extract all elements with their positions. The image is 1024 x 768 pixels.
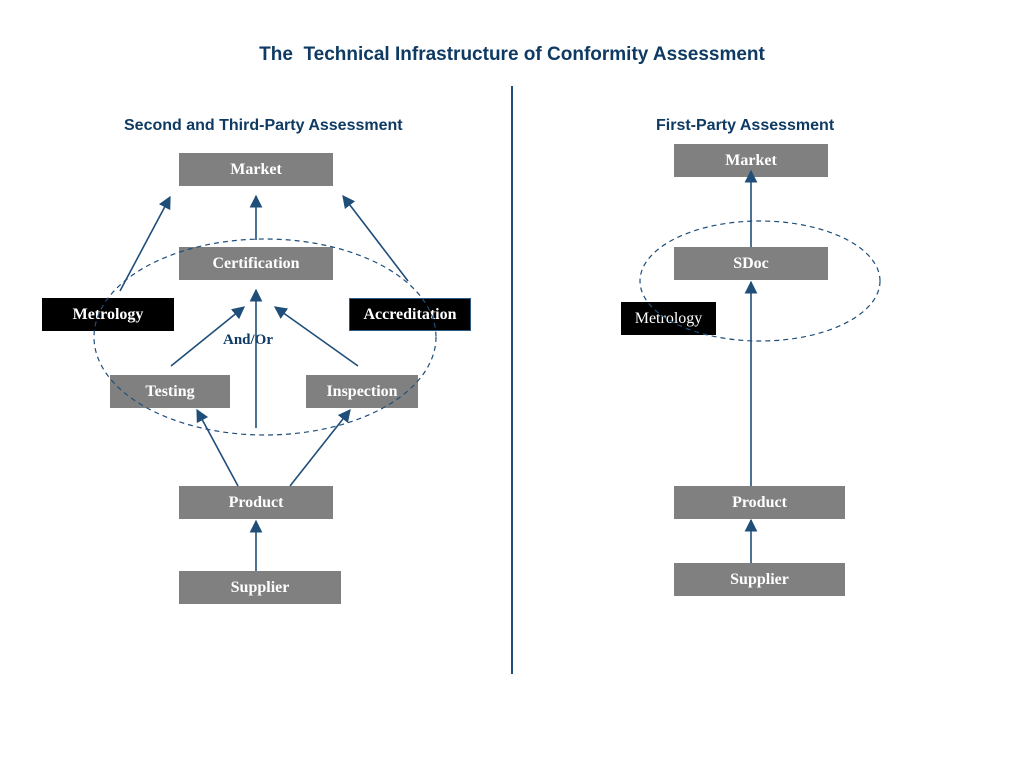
left-accreditation-box: Accreditation bbox=[349, 298, 471, 331]
panel-divider bbox=[511, 86, 513, 674]
arrow-inspection-certification bbox=[273, 306, 359, 367]
arrow-metrology-market bbox=[119, 195, 171, 292]
left-certification-box: Certification bbox=[179, 247, 333, 280]
page-title: The Technical Infrastructure of Conformi… bbox=[259, 44, 765, 65]
left-metrology-box: Metrology bbox=[42, 298, 174, 331]
right-sdoc-box: SDoc bbox=[674, 247, 828, 280]
arrow-accreditation-market bbox=[342, 194, 409, 282]
arrow-product-inspection bbox=[289, 408, 351, 487]
right-metrology-box: Metrology bbox=[621, 302, 716, 335]
right-supplier-box: Supplier bbox=[674, 563, 845, 596]
arrow-product-testing bbox=[196, 408, 239, 487]
left-market-box: Market bbox=[179, 153, 333, 186]
left-product-box: Product bbox=[179, 486, 333, 519]
and-or-label: And/Or bbox=[223, 332, 274, 348]
right-ellipse bbox=[639, 220, 881, 342]
right-panel-heading: First-Party Assessment bbox=[656, 117, 835, 134]
left-ellipse bbox=[93, 238, 437, 436]
right-product-box: Product bbox=[674, 486, 845, 519]
left-panel-heading: Second and Third-Party Assessment bbox=[124, 117, 403, 134]
left-inspection-box: Inspection bbox=[306, 375, 418, 408]
right-market-box: Market bbox=[674, 144, 828, 177]
left-testing-box: Testing bbox=[110, 375, 230, 408]
arrow-testing-certification bbox=[170, 306, 245, 367]
left-supplier-box: Supplier bbox=[179, 571, 341, 604]
